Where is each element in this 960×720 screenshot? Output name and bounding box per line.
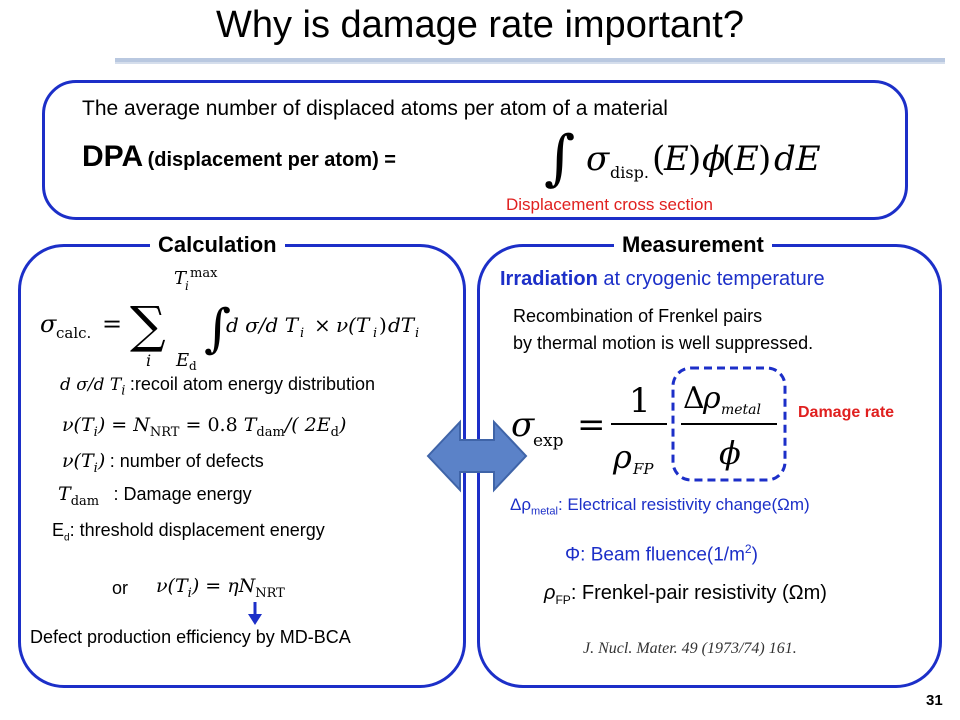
svg-text:σ: σ bbox=[511, 405, 535, 445]
recoil-desc: :recoil atom energy distribution bbox=[129, 374, 375, 394]
svg-text:i: i bbox=[300, 326, 304, 341]
svg-text:×: × bbox=[314, 313, 331, 337]
drho-symbol: Δρ bbox=[510, 495, 532, 514]
frenkel-resistivity-line: ρFP: Frenkel-pair resistivity (Ωm) bbox=[544, 582, 827, 607]
journal-reference: J. Nucl. Mater. 49 (1973/74) 161. bbox=[583, 640, 797, 657]
dpa-label: DPA bbox=[82, 140, 144, 173]
slide-title: Why is damage rate important? bbox=[215, 4, 744, 46]
svg-text:dE: dE bbox=[774, 139, 821, 179]
fluence-line: Φ: Beam fluence(1/m2) bbox=[565, 542, 758, 566]
rho-sub: FP bbox=[555, 593, 571, 607]
svg-text:ρ: ρ bbox=[702, 381, 721, 416]
svg-text:metal: metal bbox=[721, 402, 761, 418]
dpa-integral-formula: ∫ σ disp. ( E ) ϕ ( E ) dE bbox=[544, 123, 821, 193]
threshold-row: Ed: threshold displacement energy bbox=[52, 520, 325, 544]
svg-text:i: i bbox=[146, 351, 151, 370]
svg-text:(: ( bbox=[652, 139, 665, 179]
svg-text:T: T bbox=[174, 268, 188, 289]
defects-row: ν(Ti) : number of defects bbox=[62, 450, 264, 476]
defects-desc: : number of defects bbox=[109, 451, 264, 471]
svg-text:σ: σ bbox=[40, 310, 57, 338]
drho-sub: metal bbox=[531, 505, 558, 518]
dpa-label-row: DPA (displacement per atom) = bbox=[82, 140, 396, 174]
svg-text:E: E bbox=[175, 350, 189, 371]
or-label: or bbox=[112, 578, 129, 598]
svg-text:i: i bbox=[185, 279, 189, 293]
svg-text:max: max bbox=[190, 266, 218, 281]
drho-desc: : Electrical resistivity change(Ωm) bbox=[557, 495, 810, 514]
measurement-heading: Measurement bbox=[614, 232, 772, 258]
svg-text:d σ/d T: d σ/d T bbox=[226, 313, 300, 337]
svg-text:∫: ∫ bbox=[204, 299, 231, 359]
efficiency-formula: ν(Ti) = ηNNRT bbox=[156, 575, 285, 601]
ed-sub: d bbox=[64, 532, 70, 544]
svg-text:i: i bbox=[415, 326, 419, 341]
svg-text:1: 1 bbox=[629, 381, 651, 421]
ed-symbol: E bbox=[52, 520, 65, 540]
dpa-definition-text: The average number of displaced atoms pe… bbox=[82, 97, 668, 120]
damage-energy-desc: : Damage energy bbox=[113, 484, 252, 504]
svg-text:(: ( bbox=[722, 139, 735, 179]
svg-text:d: d bbox=[189, 359, 197, 372]
nu-symbol: ν(Ti) bbox=[62, 450, 106, 476]
left-right-arrow-icon bbox=[426, 419, 528, 493]
svg-text:): ) bbox=[688, 139, 701, 179]
damage-energy-row: Tdam : Damage energy bbox=[58, 483, 252, 509]
phi-exponent: 2 bbox=[744, 542, 752, 556]
phi-text: Φ: Beam fluence(1/m bbox=[565, 544, 745, 566]
svg-text:): ) bbox=[758, 139, 771, 179]
dpa-paren-label: (displacement per atom) = bbox=[147, 149, 396, 171]
dpa-definition-box bbox=[42, 80, 908, 220]
recoil-symbol: d σ/d Ti bbox=[60, 375, 126, 399]
svg-text:∑: ∑ bbox=[130, 296, 166, 354]
phi-suffix: ) bbox=[751, 544, 758, 566]
page-number: 31 bbox=[926, 692, 943, 709]
title-underline bbox=[115, 58, 945, 64]
nrt-formula: ν(Ti) = NNRT = 0.8 Tdam/( 2Ed) bbox=[62, 414, 347, 440]
svg-text:exp: exp bbox=[533, 431, 564, 451]
irradiation-bold: Irradiation bbox=[500, 268, 598, 290]
rho-symbol: ρ bbox=[544, 582, 556, 604]
svg-text:∫: ∫ bbox=[544, 123, 575, 193]
svg-text:ν(T: ν(T bbox=[336, 313, 371, 337]
irradiation-line: Irradiation at cryogenic temperature bbox=[500, 268, 825, 291]
svg-text:=: = bbox=[102, 310, 122, 338]
experimental-cross-section-formula: σ exp = 1 ρ FP Δ ρ metal ϕ bbox=[511, 366, 787, 482]
svg-text:σ: σ bbox=[586, 139, 610, 179]
svg-text:Δ: Δ bbox=[683, 381, 705, 416]
svg-text:disp.: disp. bbox=[610, 163, 649, 182]
efficiency-note: Defect production efficiency by MD-BCA bbox=[30, 627, 351, 647]
svg-text:ϕ: ϕ bbox=[719, 434, 741, 472]
calc-cross-section-formula: σ calc. = ∑ i ∫ T i max E d d σ/d T i × … bbox=[40, 266, 419, 372]
svg-text:calc.: calc. bbox=[56, 324, 91, 342]
threshold-desc: : threshold displacement energy bbox=[69, 520, 325, 540]
resistivity-change-line: Δρmetal: Electrical resistivity change(Ω… bbox=[510, 495, 810, 517]
recoil-row: d σ/d Ti :recoil atom energy distributio… bbox=[60, 374, 375, 398]
calculation-heading: Calculation bbox=[150, 232, 285, 258]
svg-text:FP: FP bbox=[632, 460, 654, 478]
svg-text:ρ: ρ bbox=[612, 438, 632, 476]
recombination-line-2: by thermal motion is well suppressed. bbox=[513, 333, 814, 353]
svg-text:dT: dT bbox=[388, 313, 416, 337]
svg-text:=: = bbox=[577, 405, 606, 445]
cross-section-note: Displacement cross section bbox=[506, 195, 713, 214]
svg-text:i: i bbox=[373, 326, 377, 341]
svg-text:): ) bbox=[379, 313, 387, 337]
irradiation-rest: at cryogenic temperature bbox=[597, 268, 825, 290]
down-arrow-icon bbox=[248, 602, 262, 625]
svg-text:ϕ: ϕ bbox=[702, 139, 725, 179]
damage-rate-label: Damage rate bbox=[798, 404, 895, 421]
rho-desc: : Frenkel-pair resistivity (Ωm) bbox=[570, 582, 827, 604]
nrt-coefficient: 0.8 bbox=[207, 414, 238, 436]
recombination-line-1: Recombination of Frenkel pairs bbox=[513, 306, 763, 326]
svg-text:E: E bbox=[663, 139, 689, 179]
tdam-symbol: Tdam bbox=[58, 483, 100, 509]
svg-text:E: E bbox=[733, 139, 759, 179]
